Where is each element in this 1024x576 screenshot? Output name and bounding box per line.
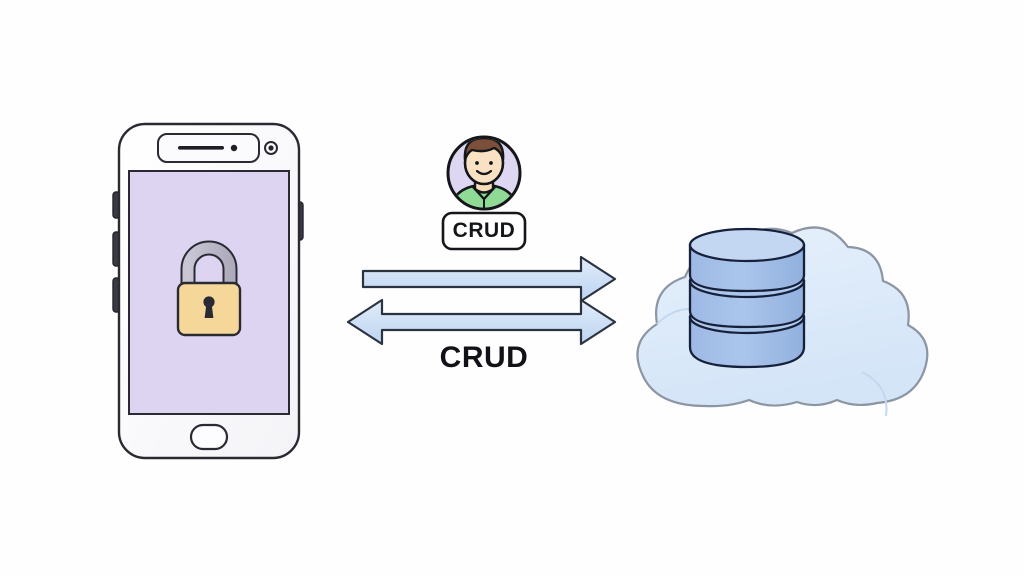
crud-badge-label: CRUD: [453, 219, 516, 242]
lock-shackle-outline: [180, 240, 238, 285]
phone-sensor-dot: [230, 144, 238, 152]
phone-home-button[interactable]: [189, 423, 229, 451]
response-arrow[interactable]: [346, 298, 617, 346]
database-disc-top-top: [688, 227, 806, 263]
lock-shackle: [181, 241, 237, 292]
avatar-eye-left: [475, 161, 479, 165]
crud-badge-shape: [441, 211, 527, 251]
avatar-eye-right: [489, 161, 493, 165]
user-avatar[interactable]: [446, 135, 522, 231]
lock-icon: [176, 240, 242, 337]
avatar-hair: [463, 138, 505, 162]
phone-front-camera-lens: [268, 145, 274, 151]
mobile-device-node[interactable]: [112, 122, 304, 460]
phone-speaker-grille: [178, 146, 224, 150]
avatar-smile: [475, 169, 493, 176]
database-cylinder: [688, 227, 806, 369]
phone-screen[interactable]: [128, 170, 290, 415]
crud-badge[interactable]: CRUD: [441, 211, 527, 251]
lock-keyhole-stem: [204, 304, 214, 318]
cloud-database-node[interactable]: [636, 226, 929, 417]
cloud-inner-arc-right: [861, 371, 888, 417]
crud-main-label: CRUD: [440, 341, 529, 374]
request-arrow[interactable]: [361, 255, 617, 303]
lock-keyhole-top: [203, 296, 215, 308]
